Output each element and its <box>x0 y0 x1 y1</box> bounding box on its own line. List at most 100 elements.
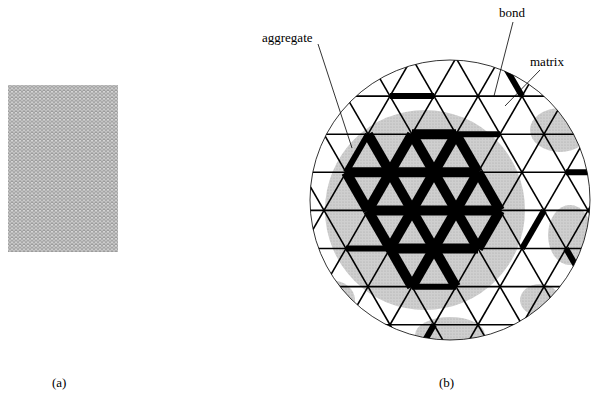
bond-line <box>324 57 368 59</box>
bond-line <box>500 134 522 172</box>
bond-line <box>346 363 368 398</box>
bond-line <box>610 58 613 96</box>
bond-line <box>258 363 280 398</box>
bond-line <box>522 249 544 287</box>
bond-line <box>346 95 390 97</box>
bond-line <box>280 286 324 288</box>
bond-line <box>324 210 368 212</box>
bond-line <box>390 363 412 398</box>
bond-line <box>522 287 544 325</box>
panel-label: (a) <box>52 376 66 389</box>
bond-line <box>478 248 522 250</box>
bond-line <box>500 287 522 325</box>
bond-line <box>412 362 456 364</box>
bond-line <box>456 287 478 325</box>
bond-line <box>478 249 500 287</box>
bond-line <box>258 134 280 172</box>
bond-line <box>522 96 544 134</box>
bond-line <box>412 58 434 96</box>
bond-line <box>368 172 390 210</box>
bond-line <box>258 210 280 248</box>
bond-line <box>588 96 610 134</box>
bond-line <box>610 249 613 287</box>
bond-line <box>368 286 412 288</box>
bond-line <box>346 58 368 96</box>
bond-line <box>346 210 368 248</box>
bond-line <box>302 58 324 96</box>
leader-lines <box>318 22 540 148</box>
bond-line <box>478 134 500 172</box>
bond-line <box>500 172 522 210</box>
bond-line <box>456 325 478 363</box>
bond-line <box>390 287 412 325</box>
bond-line <box>588 360 613 366</box>
bond-line <box>566 248 610 250</box>
bond-line <box>434 210 456 248</box>
bond-line <box>368 249 390 287</box>
aggregate-label: aggregate <box>262 31 313 44</box>
bond-line <box>434 134 456 172</box>
bond-line <box>478 325 500 363</box>
bond-line <box>456 172 478 210</box>
bond-line <box>544 249 566 287</box>
bond-line <box>500 249 522 287</box>
bond-line <box>566 363 588 398</box>
bond-line <box>280 210 302 248</box>
bond-line <box>412 249 434 287</box>
bond-line <box>566 134 588 172</box>
bond-line <box>544 210 588 212</box>
bond-line <box>588 134 610 172</box>
bond-line <box>500 210 544 212</box>
bond-line <box>302 248 346 250</box>
bond-line <box>522 210 544 248</box>
bond-line <box>302 172 324 210</box>
bond-line <box>522 248 566 250</box>
bond-line <box>280 325 302 363</box>
bond-line <box>368 58 390 96</box>
bond-line <box>588 363 610 398</box>
bond-line <box>500 96 522 134</box>
lattice-bonds <box>258 58 613 398</box>
bond-line <box>346 96 368 134</box>
bond-line <box>544 172 566 210</box>
bond-line <box>302 96 324 134</box>
bond-line <box>588 287 610 325</box>
bond-line <box>280 210 324 212</box>
bond-line <box>456 249 478 287</box>
bond-line <box>544 362 588 364</box>
bond-line <box>368 57 412 59</box>
bond-line <box>412 57 456 59</box>
bond-line <box>566 58 588 96</box>
bond-line <box>412 325 434 363</box>
bond-line <box>412 96 434 134</box>
bond-line <box>280 58 302 96</box>
bond-line <box>390 249 412 287</box>
bond-line <box>544 363 566 398</box>
bond-line <box>390 93 434 99</box>
bond-line <box>434 363 456 398</box>
bond-line <box>588 210 610 248</box>
circle-outline <box>310 60 590 340</box>
bond-line <box>324 96 346 134</box>
bond-line <box>302 172 346 174</box>
bond-label: bond <box>499 6 525 19</box>
bond-line <box>456 96 478 134</box>
bond-line <box>434 96 456 134</box>
aggregate-blobs <box>305 108 592 353</box>
bond-line <box>456 362 500 364</box>
bond-line <box>588 325 610 363</box>
bond-line <box>500 362 544 364</box>
bond-line <box>500 363 522 398</box>
bond-line <box>434 324 478 326</box>
bond-line <box>324 287 346 325</box>
bond-line <box>412 363 434 398</box>
bond-line <box>346 246 390 252</box>
bond-line <box>544 210 566 248</box>
bond-line <box>566 325 588 363</box>
bond-line <box>500 286 544 288</box>
bond-line <box>324 286 368 288</box>
bond-line <box>368 325 390 363</box>
bond-line <box>522 172 566 174</box>
bond-line <box>478 287 500 325</box>
